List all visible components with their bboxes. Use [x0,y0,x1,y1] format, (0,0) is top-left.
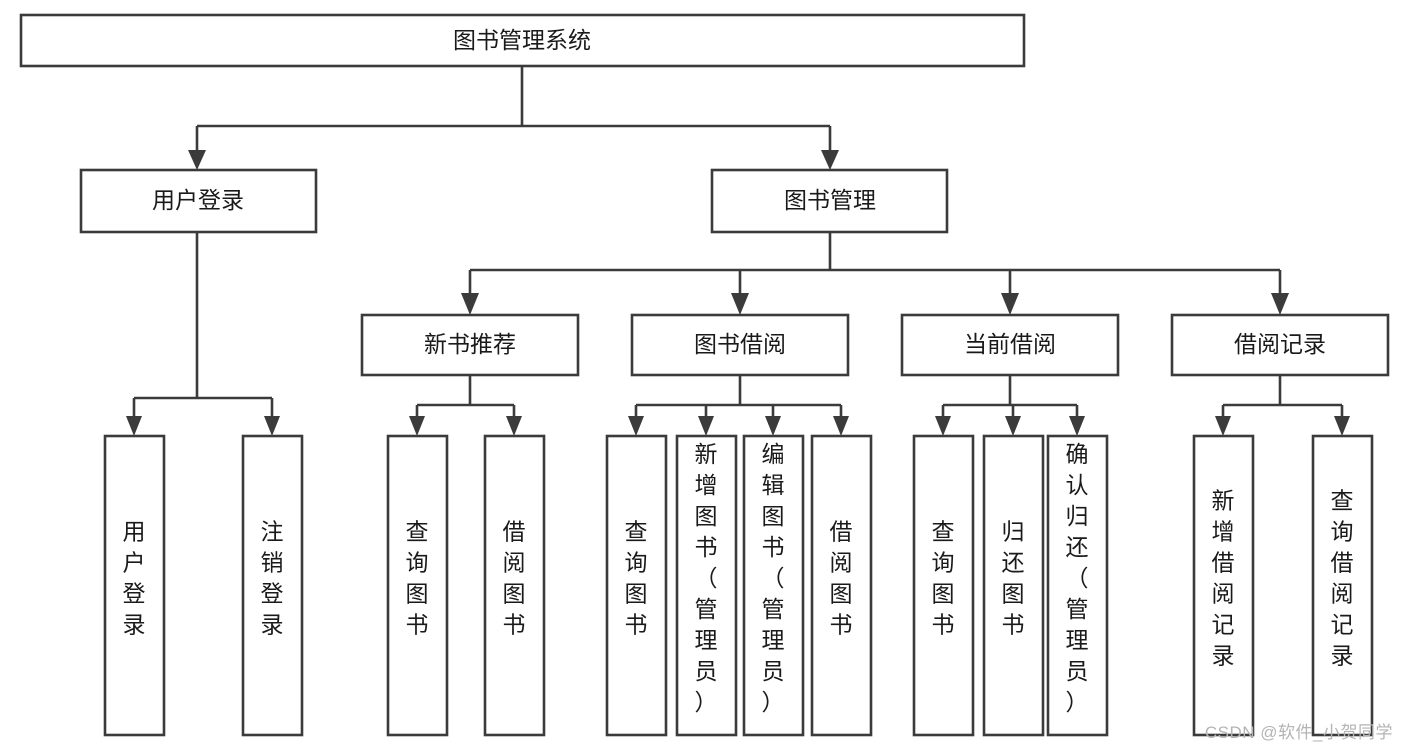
node-book-borrow[interactable]: 图书借阅 [630,313,850,377]
leaf-box[interactable] [386,434,449,737]
leaf-label: 借阅图书 [830,519,853,638]
node-borrow-record-box[interactable] [1170,313,1390,377]
arrowhead-borrow-3 [765,416,781,436]
leaf-current-borrow-1[interactable]: 归还图书 [982,434,1045,737]
leaf-label: 查询图书 [932,519,955,638]
node-book-management-box[interactable] [710,168,949,234]
leaf-box[interactable] [103,434,166,737]
leaf-box[interactable] [742,434,805,737]
leaf-label: 编辑图书（管理员） [762,441,785,715]
leaf-borrow-record-1[interactable]: 查询借阅记录 [1311,434,1374,737]
leaf-label: 查询图书 [625,519,648,638]
node-root-box[interactable] [19,13,1026,68]
leaf-box[interactable] [912,434,975,737]
arrowhead-borrow-2 [698,416,714,436]
node-borrow-record-label: 借阅记录 [1234,331,1326,357]
arrowhead-current-3 [1069,416,1085,436]
node-current-borrow-label: 当前借阅 [964,331,1056,357]
node-root[interactable]: 图书管理系统 [19,13,1026,68]
node-current-borrow[interactable]: 当前借阅 [900,313,1120,377]
leaf-user-login-0[interactable]: 用户登录 [103,434,166,737]
leaf-label: 归还图书 [1002,519,1025,638]
leaf-label: 查询借阅记录 [1331,488,1354,669]
leaf-box[interactable] [605,434,668,737]
connector-group [126,66,1350,436]
leaf-label: 确认归还（管理员） [1066,441,1089,715]
node-book-borrow-label: 图书借阅 [694,331,786,357]
leaf-current-borrow-2[interactable]: 确认归还（管理员） [1046,434,1109,737]
leaf-new-book-0[interactable]: 查询图书 [386,434,449,737]
node-root-label: 图书管理系统 [453,27,591,53]
arrowhead-level2-1 [188,150,206,170]
node-book-management-label: 图书管理 [784,187,876,213]
arrowhead-newbook-2 [506,416,522,436]
arrowhead-userlogin-2 [264,416,280,436]
leaf-label: 新增图书（管理员） [695,441,718,715]
leaf-book-borrow-0[interactable]: 查询图书 [605,434,668,737]
leaf-label: 用户登录 [123,519,146,638]
leaf-box[interactable] [241,434,304,737]
arrowhead-record-2 [1334,416,1350,436]
leaf-box[interactable] [675,434,738,737]
leaf-user-login-1[interactable]: 注销登录 [241,434,304,737]
node-current-borrow-box[interactable] [900,313,1120,377]
leaf-book-borrow-3[interactable]: 借阅图书 [810,434,873,737]
leaf-label: 新增借阅记录 [1212,488,1235,669]
leaf-label: 查询图书 [406,519,429,638]
node-book-management[interactable]: 图书管理 [710,168,949,234]
node-new-book-recommend[interactable]: 新书推荐 [360,313,580,377]
arrowhead-level3-2 [731,293,749,315]
leaf-box[interactable] [810,434,873,737]
leaf-box[interactable] [1192,434,1255,737]
leaf-borrow-record-0[interactable]: 新增借阅记录 [1192,434,1255,737]
leaf-label: 借阅图书 [503,519,526,638]
leaf-new-book-1[interactable]: 借阅图书 [483,434,546,737]
node-new-book-recommend-label: 新书推荐 [424,331,516,357]
node-borrow-record[interactable]: 借阅记录 [1170,313,1390,377]
arrowhead-level3-4 [1271,293,1289,315]
leaf-box[interactable] [982,434,1045,737]
leaf-box[interactable] [1311,434,1374,737]
arrowhead-borrow-1 [628,416,644,436]
arrowhead-level2-2 [821,150,839,170]
node-user-login-box[interactable] [79,168,318,234]
arrowhead-record-1 [1215,416,1231,436]
arrowhead-current-1 [935,416,951,436]
node-user-login[interactable]: 用户登录 [79,168,318,234]
arrowhead-userlogin-1 [126,416,142,436]
arrowhead-level3-3 [1001,293,1019,315]
leaf-label: 注销登录 [261,519,284,638]
node-book-borrow-box[interactable] [630,313,850,377]
arrowhead-level3-1 [461,293,479,315]
leaf-book-borrow-2[interactable]: 编辑图书（管理员） [742,434,805,737]
arrowhead-newbook-1 [409,416,425,436]
node-new-book-recommend-box[interactable] [360,313,580,377]
leaf-current-borrow-0[interactable]: 查询图书 [912,434,975,737]
node-user-login-label: 用户登录 [152,187,244,213]
leaf-box[interactable] [483,434,546,737]
leaf-box[interactable] [1046,434,1109,737]
leaf-book-borrow-1[interactable]: 新增图书（管理员） [675,434,738,737]
arrowhead-current-2 [1005,416,1021,436]
arrowhead-borrow-4 [833,416,849,436]
